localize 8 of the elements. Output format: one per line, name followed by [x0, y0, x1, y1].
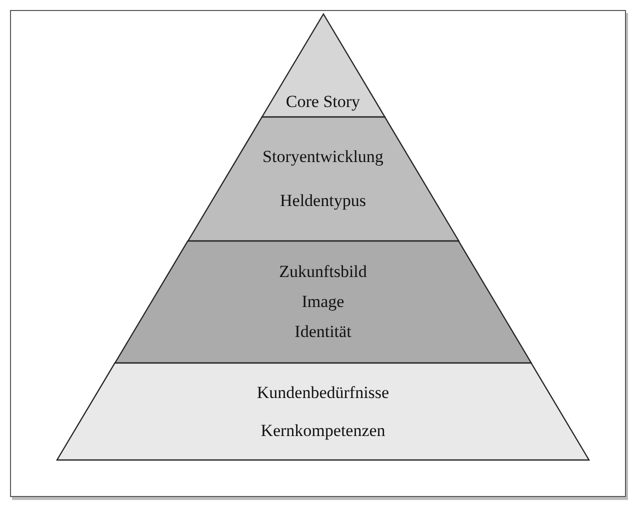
tier-label: Kernkompetenzen	[260, 420, 386, 442]
tier-label: Zukunftsbild	[279, 261, 367, 283]
tier-label: Storyentwicklung	[262, 146, 384, 168]
tier-label: Image	[302, 291, 344, 313]
tier-label: Kundenbedürfnisse	[256, 382, 390, 404]
tier-label: Identität	[294, 321, 352, 343]
tier-label: Heldentypus	[280, 190, 366, 212]
tier-label: Core Story	[286, 91, 360, 113]
